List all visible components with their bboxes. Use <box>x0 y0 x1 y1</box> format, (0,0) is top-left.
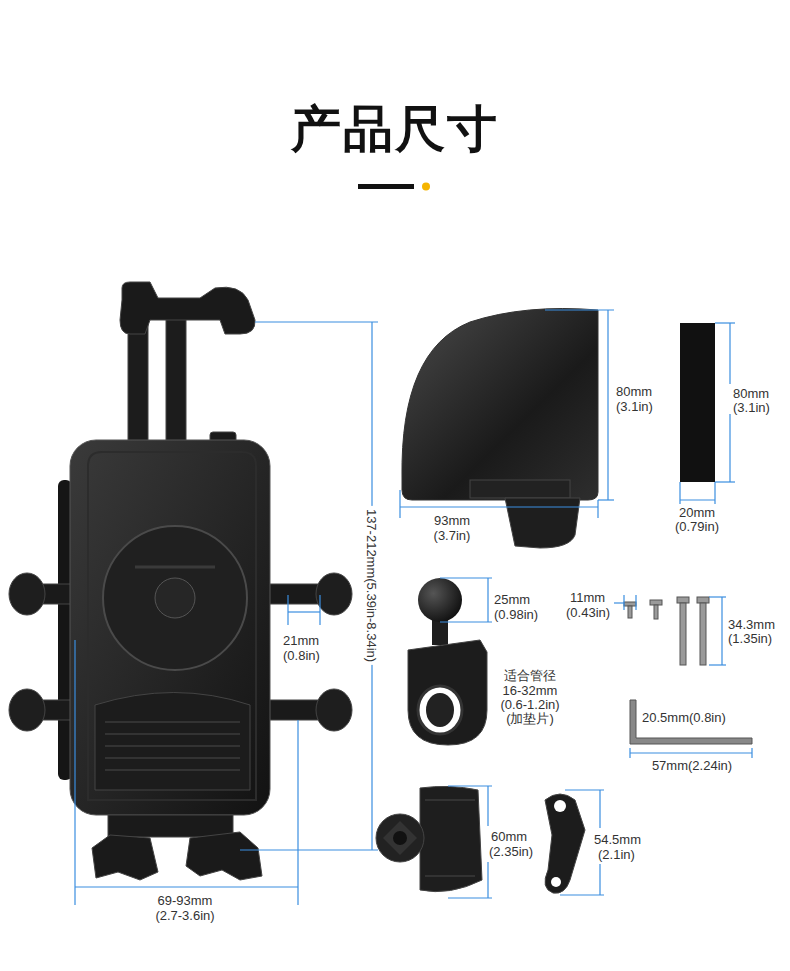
dimension-label: 适合管径 <box>504 668 556 683</box>
dimension-label: (0.79in) <box>675 519 719 534</box>
dimension-label: 25mm <box>494 592 530 607</box>
dimension-label: 57mm(2.24in) <box>652 758 732 773</box>
dimension-label: (加垫片) <box>506 711 554 726</box>
dimension-label: (2.1in) <box>598 847 635 862</box>
dimension-label: (0.6-1.2in) <box>500 697 559 712</box>
dimension-label: 69-93mm <box>158 893 213 908</box>
ball-clamp <box>408 578 487 745</box>
dimension-label: (3.1in) <box>616 399 653 414</box>
dimension-label: 80mm <box>733 386 769 401</box>
dimension-label: 137-212mm(5.39in-8.34in) <box>364 505 379 664</box>
title-dot <box>422 183 430 191</box>
dimension-label: (2.35in) <box>489 844 533 859</box>
sun-visor <box>402 309 598 549</box>
dimension-label: (2.7-3.6in) <box>155 908 214 923</box>
dimension-label: 54.5mm <box>594 832 641 847</box>
dimension-label: 20mm <box>679 505 715 520</box>
dimension-label: 34.3mm <box>728 617 775 632</box>
dimension-lines <box>75 310 752 905</box>
adapter-plate <box>376 786 482 891</box>
page-title: 产品尺寸 <box>291 96 499 163</box>
dimension-label: 11mm <box>570 590 605 605</box>
dimension-label: 21mm <box>283 633 319 648</box>
hex-wrench <box>630 700 752 744</box>
dimension-label: (1.35in) <box>728 631 772 646</box>
dimension-label: 80mm <box>616 384 652 399</box>
screws <box>624 597 709 665</box>
dimension-label: (0.98in) <box>494 607 538 622</box>
dimension-label: (3.7in) <box>434 528 471 543</box>
dimension-label: 16-32mm <box>503 683 558 698</box>
title-bar <box>358 184 414 189</box>
dimension-label: 93mm <box>434 513 470 528</box>
dimension-label: (0.8in) <box>283 648 320 663</box>
mirror-adapter <box>545 794 585 893</box>
foam-pad <box>680 323 715 482</box>
dimension-label: 20.5mm(0.8in) <box>642 710 726 725</box>
dimension-label: (3.1in) <box>733 400 770 415</box>
dimension-label: 60mm <box>491 829 527 844</box>
phone-holder <box>9 282 352 880</box>
dimension-label: (0.43in) <box>566 605 610 620</box>
